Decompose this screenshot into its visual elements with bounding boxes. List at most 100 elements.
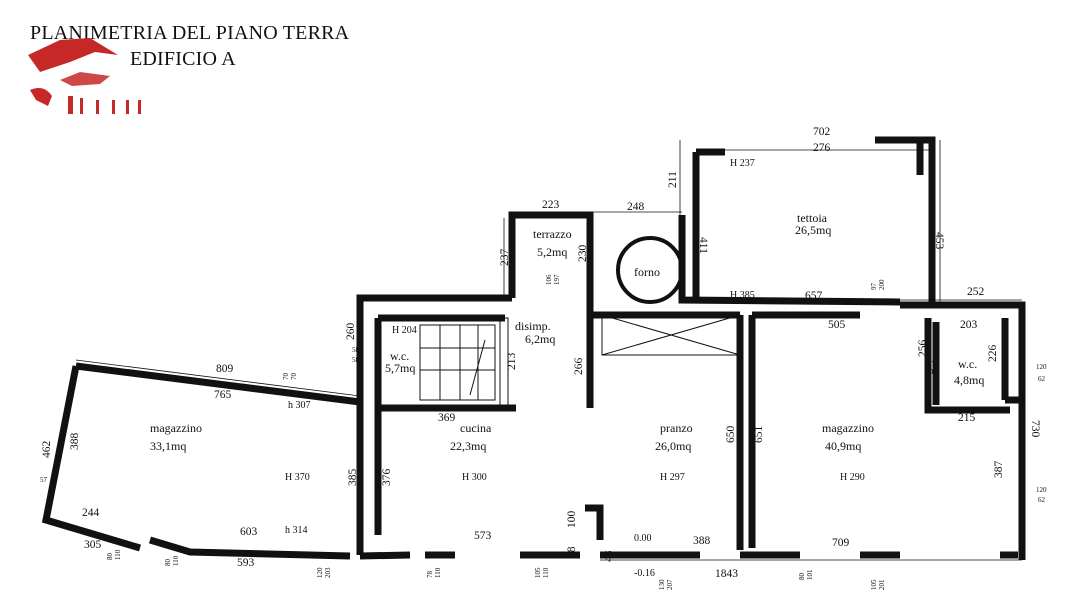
opening-105a: 105	[534, 567, 542, 578]
room-terrazzo-area: 5,2mq	[537, 245, 567, 259]
dim-211: 211	[667, 171, 679, 188]
room-magazzino-w-area: 33,1mq	[150, 439, 186, 453]
opening-110b: 110	[172, 555, 180, 566]
room-disimp-name: disimp.	[515, 319, 551, 333]
dim-730: 730	[1029, 420, 1041, 438]
dim-248: 248	[627, 201, 645, 213]
dim-276: 276	[813, 142, 831, 154]
dim-387: 387	[993, 461, 1005, 479]
room-cucina-name: cucina	[460, 421, 492, 435]
opening-80c: 80	[798, 573, 806, 581]
opening-97: 97	[870, 283, 878, 291]
level-000: 0.00	[634, 533, 652, 544]
dim-226: 226	[987, 345, 999, 363]
dim-385: 385	[347, 469, 359, 487]
dimension-labels: 809 765 388 462 244 305 603 593 385 376 …	[41, 126, 1041, 580]
room-tettoia-height: H 237	[730, 158, 755, 169]
staircase	[419, 317, 509, 409]
room-forno-name: forno	[634, 265, 660, 279]
room-tettoia-area: 26,5mq	[795, 223, 831, 237]
dim-213: 213	[506, 353, 518, 371]
stamp-logo	[28, 38, 141, 114]
dim-223: 223	[542, 199, 560, 211]
dim-48: 48	[603, 550, 615, 562]
opening-120a: 120	[1036, 363, 1047, 371]
opening-106: 106	[545, 274, 553, 285]
dim-411: 411	[697, 237, 709, 254]
height-labels: h 307 h 314 0.00 -0.16	[285, 400, 655, 579]
dim-765: 765	[214, 389, 232, 401]
dim-709: 709	[832, 537, 850, 549]
dim-702: 702	[813, 126, 831, 138]
dim-266: 266	[573, 358, 585, 376]
dim-593: 593	[237, 557, 255, 569]
dim-369: 369	[438, 412, 456, 424]
opening-78: 78	[426, 571, 434, 579]
dim-1843: 1843	[715, 568, 738, 580]
plan-subtitle: EDIFICIO A	[130, 48, 236, 70]
opening-105b: 105	[870, 579, 878, 590]
opening-110a: 110	[114, 549, 122, 560]
dim-244: 244	[82, 507, 100, 519]
opening-62b: 62	[1038, 496, 1046, 504]
room-pranzo-area: 26,0mq	[655, 439, 691, 453]
dim-603: 603	[240, 526, 258, 538]
room-magazzino-e-name: magazzino	[822, 421, 874, 435]
dim-651: 651	[753, 426, 765, 444]
dimension-lines	[75, 140, 1022, 561]
height-307: h 307	[288, 400, 311, 411]
opening-70-70-a: 70	[282, 373, 290, 381]
opening-80a: 80	[106, 553, 114, 561]
opening-58-58-a: 58	[352, 346, 360, 354]
dim-58: 58	[566, 546, 578, 558]
opening-200a: 200	[878, 279, 886, 290]
opening-130: 130	[658, 579, 666, 590]
dim-252: 252	[967, 286, 985, 298]
room-labels: magazzino 33,1mq H 370 cucina 22,3mq H 3…	[150, 158, 984, 483]
room-magazzino-e-height: H 290	[840, 472, 865, 483]
room-pranzo-name: pranzo	[660, 421, 693, 435]
plan-title: PLANIMETRIA DEL PIANO TERRA	[30, 22, 350, 44]
opening-62a: 62	[1038, 375, 1046, 383]
opening-197: 197	[553, 274, 561, 285]
dim-388b: 388	[693, 535, 711, 547]
dim-657: 657	[805, 290, 823, 302]
dim-203: 203	[960, 319, 978, 331]
room-wc-w-name: w.c.	[390, 349, 409, 363]
level-016: -0.16	[634, 568, 655, 579]
dim-230: 230	[577, 245, 589, 263]
room-magazzino-w-name: magazzino	[150, 421, 202, 435]
opening-80b: 80	[164, 559, 172, 567]
dim-376: 376	[381, 469, 393, 487]
opening-207: 207	[666, 579, 674, 590]
room-wc-e-name: w.c.	[958, 357, 977, 371]
room-terrazzo-name: terrazzo	[533, 227, 572, 241]
dim-305: 305	[84, 539, 102, 551]
opening-201: 201	[878, 579, 886, 590]
dim-505: 505	[828, 319, 846, 331]
opening-101: 101	[806, 569, 814, 580]
dim-215: 215	[958, 412, 976, 424]
dim-650: 650	[725, 426, 737, 444]
room-wc-e-area: 4,8mq	[954, 373, 984, 387]
room-magazzino-w-height: H 370	[285, 472, 310, 483]
dim-260: 260	[345, 323, 357, 341]
room-wc-w-height: H 204	[392, 325, 417, 336]
opening-70-70-b: 70	[290, 373, 298, 381]
room-tettoia-height2: H 385	[730, 290, 755, 301]
room-disimp-area: 6,2mq	[525, 332, 555, 346]
room-wc-w-area: 5,7mq	[385, 361, 415, 375]
room-tettoia-name: tettoia	[797, 211, 828, 225]
dim-462: 462	[41, 441, 53, 459]
height-314: h 314	[285, 525, 308, 536]
opening-110c: 110	[434, 567, 442, 578]
open-void-bracing	[601, 314, 741, 356]
opening-67: 67	[928, 360, 936, 368]
opening-120b: 120	[1036, 486, 1047, 494]
dim-573: 573	[474, 530, 492, 542]
walls	[41, 136, 1026, 560]
room-magazzino-e-area: 40,9mq	[825, 439, 861, 453]
dim-237: 237	[499, 249, 511, 267]
